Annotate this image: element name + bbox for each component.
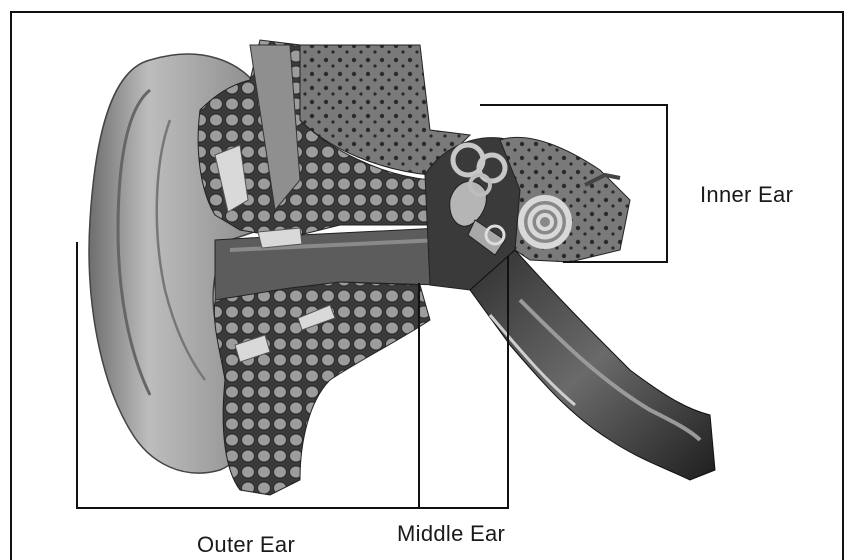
middle-ear-label: Middle Ear	[397, 521, 505, 547]
inner-ear-label: Inner Ear	[700, 182, 793, 208]
inner-ear-bone	[500, 137, 630, 262]
outer-ear-label: Outer Ear	[197, 532, 295, 558]
cochlea	[521, 198, 569, 246]
eustachian-tube	[470, 250, 715, 480]
